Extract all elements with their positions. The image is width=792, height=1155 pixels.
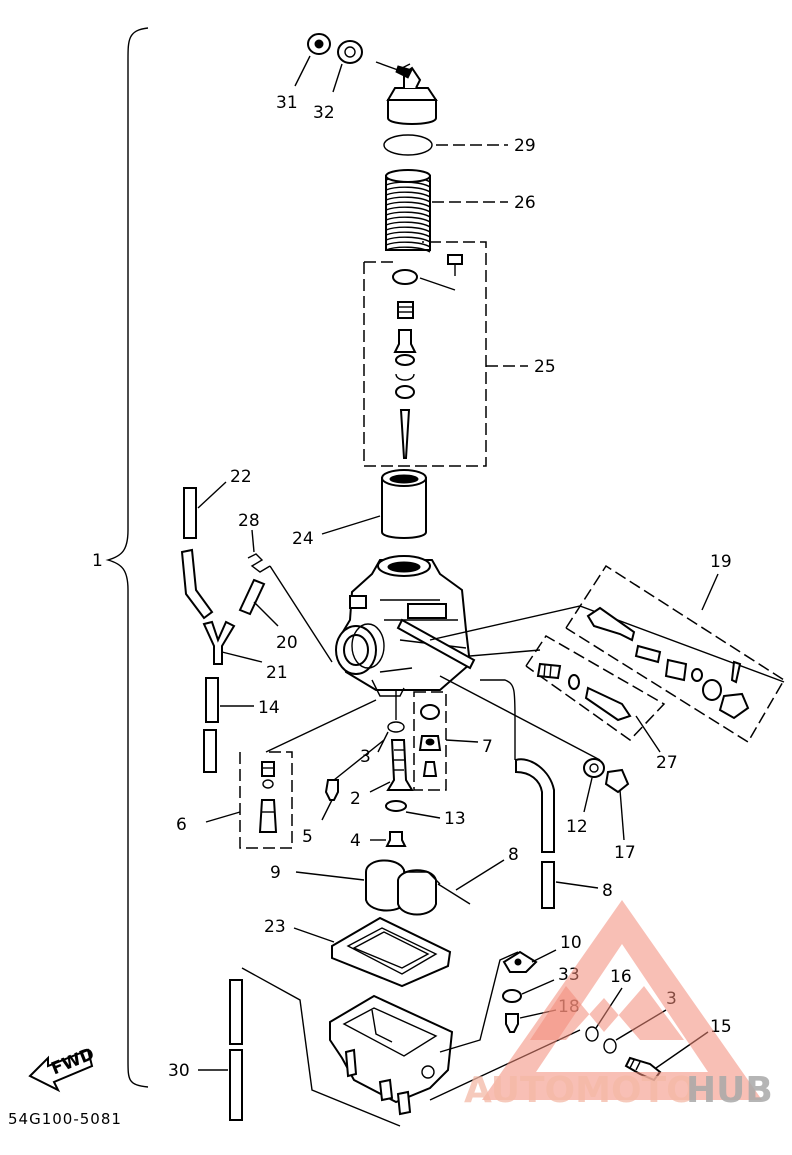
needle-kit-parts	[392, 254, 463, 459]
part-23-hose-bent	[515, 758, 555, 853]
float-bowl	[329, 994, 454, 1116]
callout-32: 32	[313, 103, 335, 123]
callout-9: 9	[270, 863, 281, 883]
callout-18: 16	[610, 967, 632, 987]
idle-screw-parts	[536, 662, 632, 722]
part-9-float	[365, 859, 441, 916]
part-6-starter-plunger-box	[239, 751, 293, 849]
pilot-screw-parts	[586, 606, 750, 720]
part-22-hose	[183, 487, 197, 539]
callout-7: 7	[482, 737, 493, 757]
part-13-washer	[385, 800, 407, 812]
part-8-float-pin	[437, 883, 471, 905]
assembly-bracket	[105, 27, 149, 1088]
fwd-arrow-icon: FWD	[28, 1044, 97, 1093]
part-29-o-ring	[383, 134, 433, 156]
callout-3-upper: 3	[360, 747, 371, 767]
callout-27: 27	[656, 753, 678, 773]
svg-text:AUTOMOTO: AUTOMOTO	[464, 1070, 697, 1111]
float-valve-parts	[418, 704, 442, 777]
part-5-pilot-jet	[324, 779, 339, 801]
part-18-o-ring	[585, 1026, 599, 1042]
callout-14: 14	[258, 698, 280, 718]
callout-29: 29	[514, 136, 536, 156]
callout-5: 5	[302, 827, 313, 847]
callout-17: 17	[614, 843, 636, 863]
callout-31: 31	[276, 93, 298, 113]
callout-33: 10	[560, 933, 582, 953]
carb-top-cap	[375, 61, 438, 125]
callout-13: 13	[444, 809, 466, 829]
part-3-o-ring-lower	[603, 1038, 617, 1054]
part-16-washer	[502, 989, 522, 1003]
part-7-float-valve-box	[413, 691, 447, 791]
part-2-needle-jet	[386, 739, 414, 791]
part-17-plug	[604, 768, 630, 794]
part-32-cap	[337, 40, 363, 64]
part-4-main-jet	[385, 831, 407, 847]
part-20-hose	[238, 578, 266, 616]
callout-11: 15	[710, 1017, 732, 1037]
starter-plunger-parts	[258, 761, 278, 833]
callout-21: 21	[266, 663, 288, 683]
callout-8-label: 8	[508, 845, 519, 865]
part-14-hose	[205, 677, 219, 723]
callout-23: 8	[602, 881, 613, 901]
part-24-throttle-valve	[381, 469, 427, 539]
callout-24: 24	[292, 529, 314, 549]
diagram-code: 54G100-5081	[8, 1110, 122, 1128]
callout-26: 26	[514, 193, 536, 213]
watermark-logo: AUTOMOTO HUB	[464, 900, 773, 1111]
callout-6: 6	[176, 815, 187, 835]
callout-28: 28	[238, 511, 260, 531]
callout-19: 19	[710, 552, 732, 572]
part-25-needle-kit-box	[363, 241, 487, 467]
svg-text:HUB: HUB	[686, 1070, 773, 1111]
part-27-idle-screw-kit-box	[525, 634, 666, 741]
callout-10: 23	[264, 917, 286, 937]
part-26-spring	[385, 169, 431, 253]
callout-2: 2	[350, 789, 361, 809]
part-3-o-ring	[387, 721, 405, 733]
callout-12: 12	[566, 817, 588, 837]
part-31-cap	[307, 33, 331, 55]
part-15-screw	[505, 1013, 519, 1033]
callout-4: 4	[350, 831, 361, 851]
callout-22: 22	[230, 467, 252, 487]
part-19-pilot-screw-kit-box	[565, 564, 786, 744]
part-hose-bent	[180, 548, 214, 620]
callout-1: 1	[92, 551, 103, 571]
part-21-y-joint	[202, 620, 236, 665]
callout-20: 20	[276, 633, 298, 653]
part-30-hose	[229, 979, 243, 1045]
carburetor-body	[335, 555, 476, 697]
callout-25: 25	[534, 357, 556, 377]
part-28-clip	[247, 553, 271, 573]
callout-30: 30	[168, 1061, 190, 1081]
part-12-washer	[583, 758, 605, 778]
part-10-gasket	[331, 916, 452, 988]
